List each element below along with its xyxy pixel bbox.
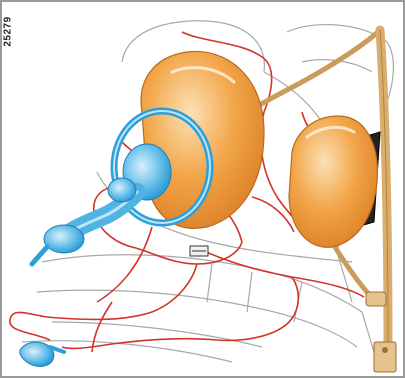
control-unit-icon [190, 246, 208, 256]
sensor-connector-icon [20, 342, 64, 366]
side-airbag-icon [289, 116, 377, 247]
